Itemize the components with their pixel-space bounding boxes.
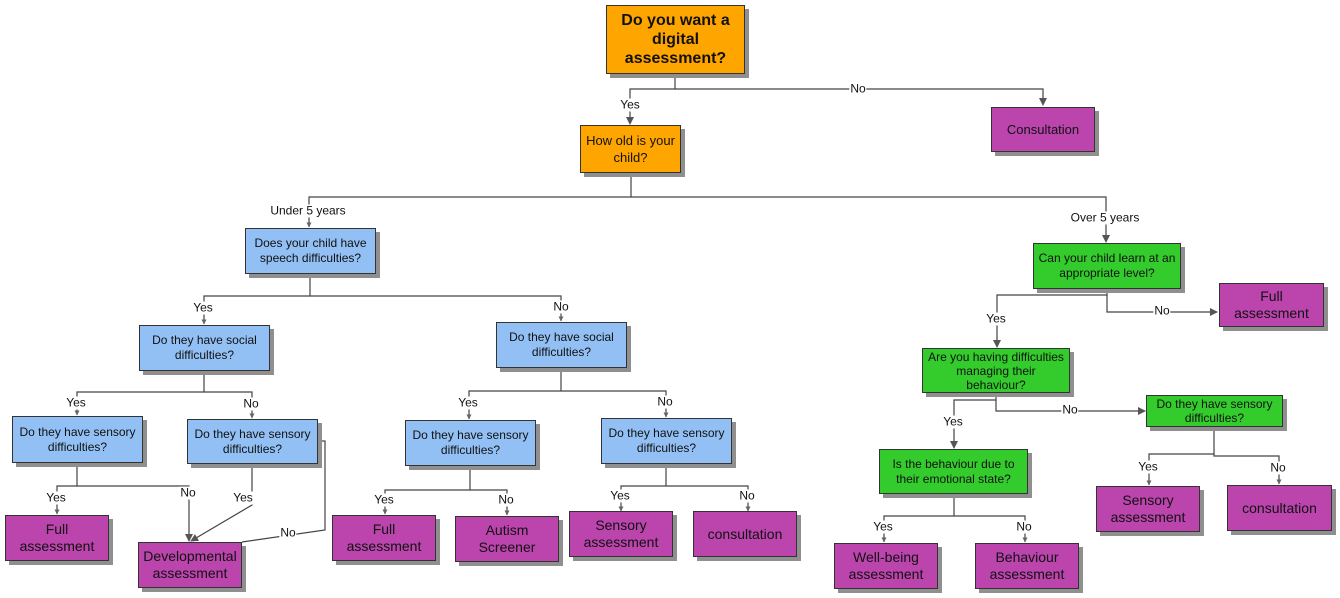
edge-label-s1-yes: Yes bbox=[45, 490, 67, 505]
edge-label-root-yes: Yes bbox=[619, 97, 641, 112]
node-autism-screener[interactable]: Autism Screener bbox=[455, 516, 559, 562]
edge-label-s4-yes: Yes bbox=[609, 488, 631, 503]
edge-s4-no bbox=[666, 485, 751, 512]
node-sensory-question-green[interactable]: Do they have sensory difficulties? bbox=[1146, 395, 1283, 427]
edge-learn-yes bbox=[993, 289, 1108, 348]
node-sensory-assessment-2[interactable]: Sensory assessment bbox=[1096, 486, 1200, 532]
edge-emo-yes bbox=[881, 494, 955, 543]
edge-label-socialR-no: No bbox=[656, 394, 674, 409]
node-sensory-question-3[interactable]: Do they have sensory difficulties? bbox=[405, 420, 536, 466]
edge-label-s3-no: No bbox=[497, 492, 515, 507]
edge-speech-no bbox=[310, 295, 564, 322]
edge-root-no bbox=[675, 88, 1047, 106]
edge-socialL-yes bbox=[74, 371, 205, 416]
node-learn-question[interactable]: Can your child learn at an appropriate l… bbox=[1033, 243, 1181, 289]
edge-beh-no bbox=[995, 400, 1146, 415]
node-consultation-top[interactable]: Consultation bbox=[991, 107, 1095, 152]
edge-s1-yes bbox=[54, 463, 78, 515]
edge-label-emo-yes: Yes bbox=[872, 519, 894, 534]
edge-label-beh-no: No bbox=[1061, 402, 1079, 417]
node-full-assessment-1[interactable]: Full assessment bbox=[5, 515, 109, 561]
node-sensory-question-1[interactable]: Do they have sensory difficulties? bbox=[12, 416, 143, 463]
edge-speech-yes bbox=[201, 274, 311, 325]
node-behaviour-assessment[interactable]: Behaviour assessment bbox=[975, 543, 1079, 589]
node-sensory-question-2[interactable]: Do they have sensory difficulties? bbox=[187, 419, 318, 464]
node-full-assessment-2[interactable]: Full assessment bbox=[332, 515, 436, 561]
node-behaviour-question[interactable]: Are you having difficulties managing the… bbox=[922, 348, 1070, 393]
edge-label-s2-no: No bbox=[279, 525, 297, 540]
edge-label-s1-no: No bbox=[179, 485, 197, 500]
node-wellbeing-assessment[interactable]: Well-being assessment bbox=[834, 543, 938, 589]
edge-label-sg-yes: Yes bbox=[1137, 459, 1159, 474]
edge-s1-no bbox=[77, 485, 193, 542]
edge-label-beh-yes: Yes bbox=[942, 414, 964, 429]
edge-s3-no bbox=[470, 489, 510, 516]
node-social-question-right[interactable]: Do they have social difficulties? bbox=[496, 322, 627, 368]
node-developmental-assessment[interactable]: Developmental assessment bbox=[138, 542, 242, 588]
node-emotional-question[interactable]: Is the behaviour due to their emotional … bbox=[879, 449, 1028, 494]
edge-sg-yes bbox=[1146, 427, 1215, 486]
edge-socialR-no bbox=[561, 390, 669, 418]
node-consultation-1[interactable]: consultation bbox=[693, 511, 797, 557]
node-sensory-question-4[interactable]: Do they have sensory difficulties? bbox=[601, 418, 732, 464]
edge-label-learn-yes: Yes bbox=[985, 311, 1007, 326]
node-consultation-2[interactable]: consultation bbox=[1227, 485, 1332, 531]
edge-label-socialL-yes: Yes bbox=[65, 395, 87, 410]
edge-learn-no bbox=[1106, 295, 1218, 316]
node-age-question[interactable]: How old is your child? bbox=[580, 125, 681, 173]
node-sensory-assessment-1[interactable]: Sensory assessment bbox=[569, 511, 673, 557]
edge-socialR-yes bbox=[466, 368, 562, 420]
edge-label-speech-no: No bbox=[552, 299, 570, 314]
edge-s2-yes bbox=[190, 464, 253, 542]
edge-label-speech-yes: Yes bbox=[192, 300, 214, 315]
edge-label-sg-no: No bbox=[1269, 460, 1287, 475]
edge-label-learn-no: No bbox=[1153, 303, 1171, 318]
edge-label-socialR-yes: Yes bbox=[457, 395, 479, 410]
edge-label-under5: Under 5 years bbox=[269, 203, 347, 218]
edge-label-over5: Over 5 years bbox=[1069, 210, 1141, 225]
edge-under5 bbox=[306, 173, 632, 228]
edge-s3-yes bbox=[382, 466, 471, 515]
edge-s4-yes bbox=[618, 464, 667, 512]
edge-label-emo-no: No bbox=[1015, 519, 1033, 534]
edge-label-root-no: No bbox=[849, 81, 867, 96]
edge-label-s3-yes: Yes bbox=[373, 492, 395, 507]
node-full-assessment-3[interactable]: Full assessment bbox=[1219, 283, 1324, 327]
edge-over5 bbox=[631, 196, 1110, 243]
edge-label-s4-no: No bbox=[738, 488, 756, 503]
node-social-question-left[interactable]: Do they have social difficulties? bbox=[139, 325, 270, 371]
edge-label-s2-yes: Yes bbox=[232, 490, 254, 505]
node-speech-question[interactable]: Does your child have speech difficulties… bbox=[245, 228, 376, 274]
edge-label-socialL-no: No bbox=[242, 396, 260, 411]
node-digital-assessment-question[interactable]: Do you want a digital assessment? bbox=[606, 5, 745, 74]
